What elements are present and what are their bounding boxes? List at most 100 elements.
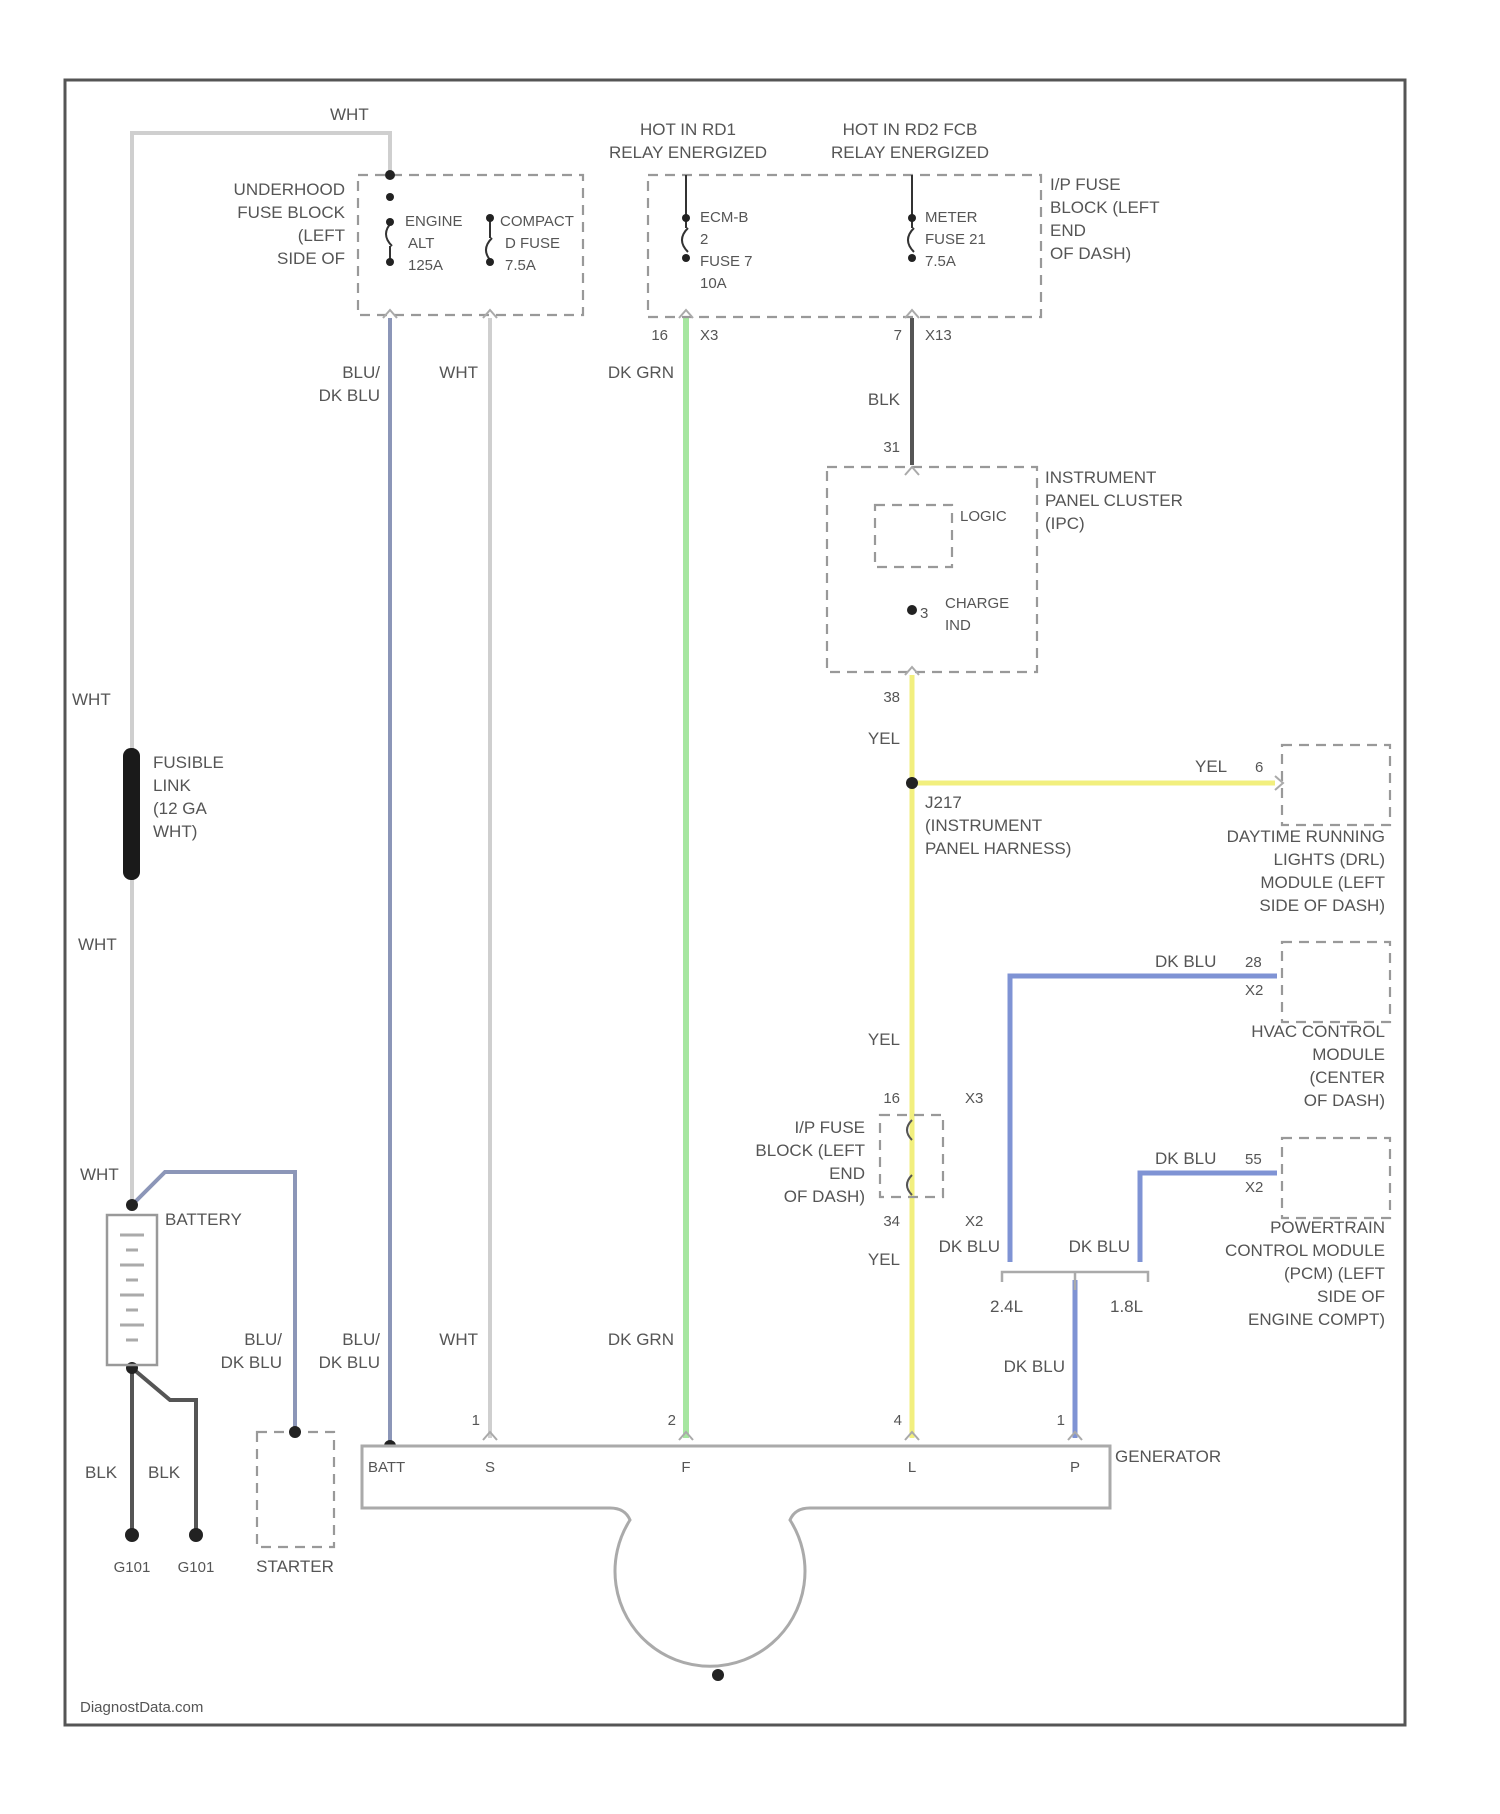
watermark: DiagnostData.com [80, 1699, 203, 1716]
d-fuse-rating: 7.5A [505, 257, 536, 274]
alt-fuse-icon [386, 222, 392, 262]
ecm-fuse-num: 2 [700, 231, 708, 248]
wire-yel-drl: YEL [1195, 757, 1227, 776]
gen-pin-l: 4 [894, 1412, 902, 1429]
hvac-label-3: (CENTER [1309, 1068, 1385, 1087]
charge-ind-dot [907, 605, 917, 615]
meter-fuse-top-dot [908, 214, 916, 222]
gen-terminal-f: F [681, 1459, 690, 1476]
drl-module [1282, 745, 1390, 825]
battery-icon [120, 1235, 144, 1340]
underhood-bus-dot [385, 170, 395, 180]
underhood-label-2: FUSE BLOCK [237, 203, 345, 222]
wire-blu-lower-1: BLU/ [342, 1330, 380, 1349]
compact-label: COMPACT [500, 213, 574, 230]
hvac-label-2: MODULE [1312, 1045, 1385, 1064]
ip-conn-label-3: END [829, 1164, 865, 1183]
hot-right-line-1: HOT IN RD2 FCB [843, 120, 978, 139]
ip-conn-x2: X2 [965, 1213, 983, 1230]
wire-blu-upper-2: DK BLU [319, 386, 380, 405]
ecm-fuse-icon [682, 175, 688, 252]
hvac-pin: 28 [1245, 954, 1262, 971]
alt-fuse-name: ALT [408, 235, 434, 252]
ground-left-label: G101 [114, 1559, 151, 1576]
fusible-label-4: WHT) [153, 822, 197, 841]
underhood-label-3: (LEFT [298, 226, 345, 245]
hvac-label-1: HVAC CONTROL [1251, 1022, 1385, 1041]
ip-pin-left: 16 [651, 327, 668, 344]
pcm-label-3: (PCM) (LEFT [1284, 1264, 1385, 1283]
gen-pin-p: 1 [1057, 1412, 1065, 1429]
pcm-label-1: POWERTRAIN [1270, 1218, 1385, 1237]
wire-yel-1: YEL [868, 729, 900, 748]
starter-terminal-dot [289, 1426, 301, 1438]
ip-block-label-3: END [1050, 221, 1086, 240]
underhood-label-4: SIDE OF [277, 249, 345, 268]
underhood-dot-2 [386, 193, 394, 201]
meter-fuse-bot-dot [908, 254, 916, 262]
top-wht-label: WHT [330, 105, 369, 124]
alt-fuse-bot-dot [386, 258, 394, 266]
ecm-fuse-rating: 10A [700, 275, 727, 292]
instrument-panel-cluster [827, 467, 1037, 672]
ipc-pin-top: 31 [883, 439, 900, 456]
fusible-link [123, 748, 140, 880]
wire-wht-upper: WHT [439, 363, 478, 382]
battery-blk-left: BLK [85, 1463, 118, 1482]
wht-link-lower: WHT [78, 935, 117, 954]
ipc-pin-bottom: 38 [883, 689, 900, 706]
meter-fuse-id: FUSE 21 [925, 231, 986, 248]
fusible-label-2: LINK [153, 776, 191, 795]
drl-label-2: LIGHTS (DRL) [1274, 850, 1385, 869]
battery-ground-right [132, 1368, 196, 1535]
meter-fuse-icon [908, 175, 914, 252]
drl-pin: 6 [1255, 759, 1263, 776]
pcm-module [1282, 1138, 1390, 1218]
wire-blu-lower-2: DK BLU [319, 1353, 380, 1372]
hvac-module [1282, 942, 1390, 1022]
ground-g101-left-icon [125, 1528, 139, 1542]
wire-dkblu-left: DK BLU [939, 1237, 1000, 1256]
ip-conn-pin-top: 16 [883, 1090, 900, 1107]
battery-blk-right: BLK [148, 1463, 181, 1482]
ground-g101-right-icon [189, 1528, 203, 1542]
meter-fuse-name: METER [925, 209, 978, 226]
pcm-label-5: ENGINE COMPT) [1248, 1310, 1385, 1329]
ip-block-label-2: BLOCK (LEFT [1050, 198, 1160, 217]
d-fuse-name: D FUSE [505, 235, 560, 252]
battery-pos-dot [126, 1199, 138, 1211]
charge-ind-pin: 3 [920, 605, 928, 622]
generator-label: GENERATOR [1115, 1447, 1221, 1466]
wire-blu-upper-1: BLU/ [342, 363, 380, 382]
ecm-fuse-bot-dot [682, 254, 690, 262]
logic-box [875, 505, 952, 567]
ipc-label-3: (IPC) [1045, 514, 1085, 533]
meter-fuse-rating: 7.5A [925, 253, 956, 270]
hot-right-line-2: RELAY ENERGIZED [831, 143, 989, 162]
engine-right: 1.8L [1110, 1297, 1143, 1316]
fusible-label-3: (12 GA [153, 799, 208, 818]
wire-blk-upper: BLK [868, 390, 901, 409]
battery-wht-label: WHT [80, 1165, 119, 1184]
wire-dkgrn-lower: DK GRN [608, 1330, 674, 1349]
gen-pin-f: 2 [668, 1412, 676, 1429]
wire-dkblu-hvac: DK BLU [1155, 952, 1216, 971]
charge-ind-label-1: CHARGE [945, 595, 1009, 612]
ipc-label-1: INSTRUMENT [1045, 468, 1156, 487]
wht-supply-wire [132, 133, 390, 1200]
generator-body [362, 1446, 1110, 1666]
d-fuse-top-dot [486, 214, 494, 222]
splice-j217-dot [906, 777, 918, 789]
drl-label-3: MODULE (LEFT [1260, 873, 1385, 892]
engine-left: 2.4L [990, 1297, 1023, 1316]
wire-blu-starter-2: DK BLU [221, 1353, 282, 1372]
dkblu-hvac-wire [1010, 976, 1277, 1262]
ip-conn-label-2: BLOCK (LEFT [755, 1141, 865, 1160]
pcm-label-4: SIDE OF [1317, 1287, 1385, 1306]
gen-pin-s: 1 [472, 1412, 480, 1429]
pcm-label-2: CONTROL MODULE [1225, 1241, 1385, 1260]
ip-conn-label-4: OF DASH) [784, 1187, 865, 1206]
wire-wht-lower: WHT [439, 1330, 478, 1349]
wht-link-upper: WHT [72, 690, 111, 709]
ipc-label-2: PANEL CLUSTER [1045, 491, 1183, 510]
